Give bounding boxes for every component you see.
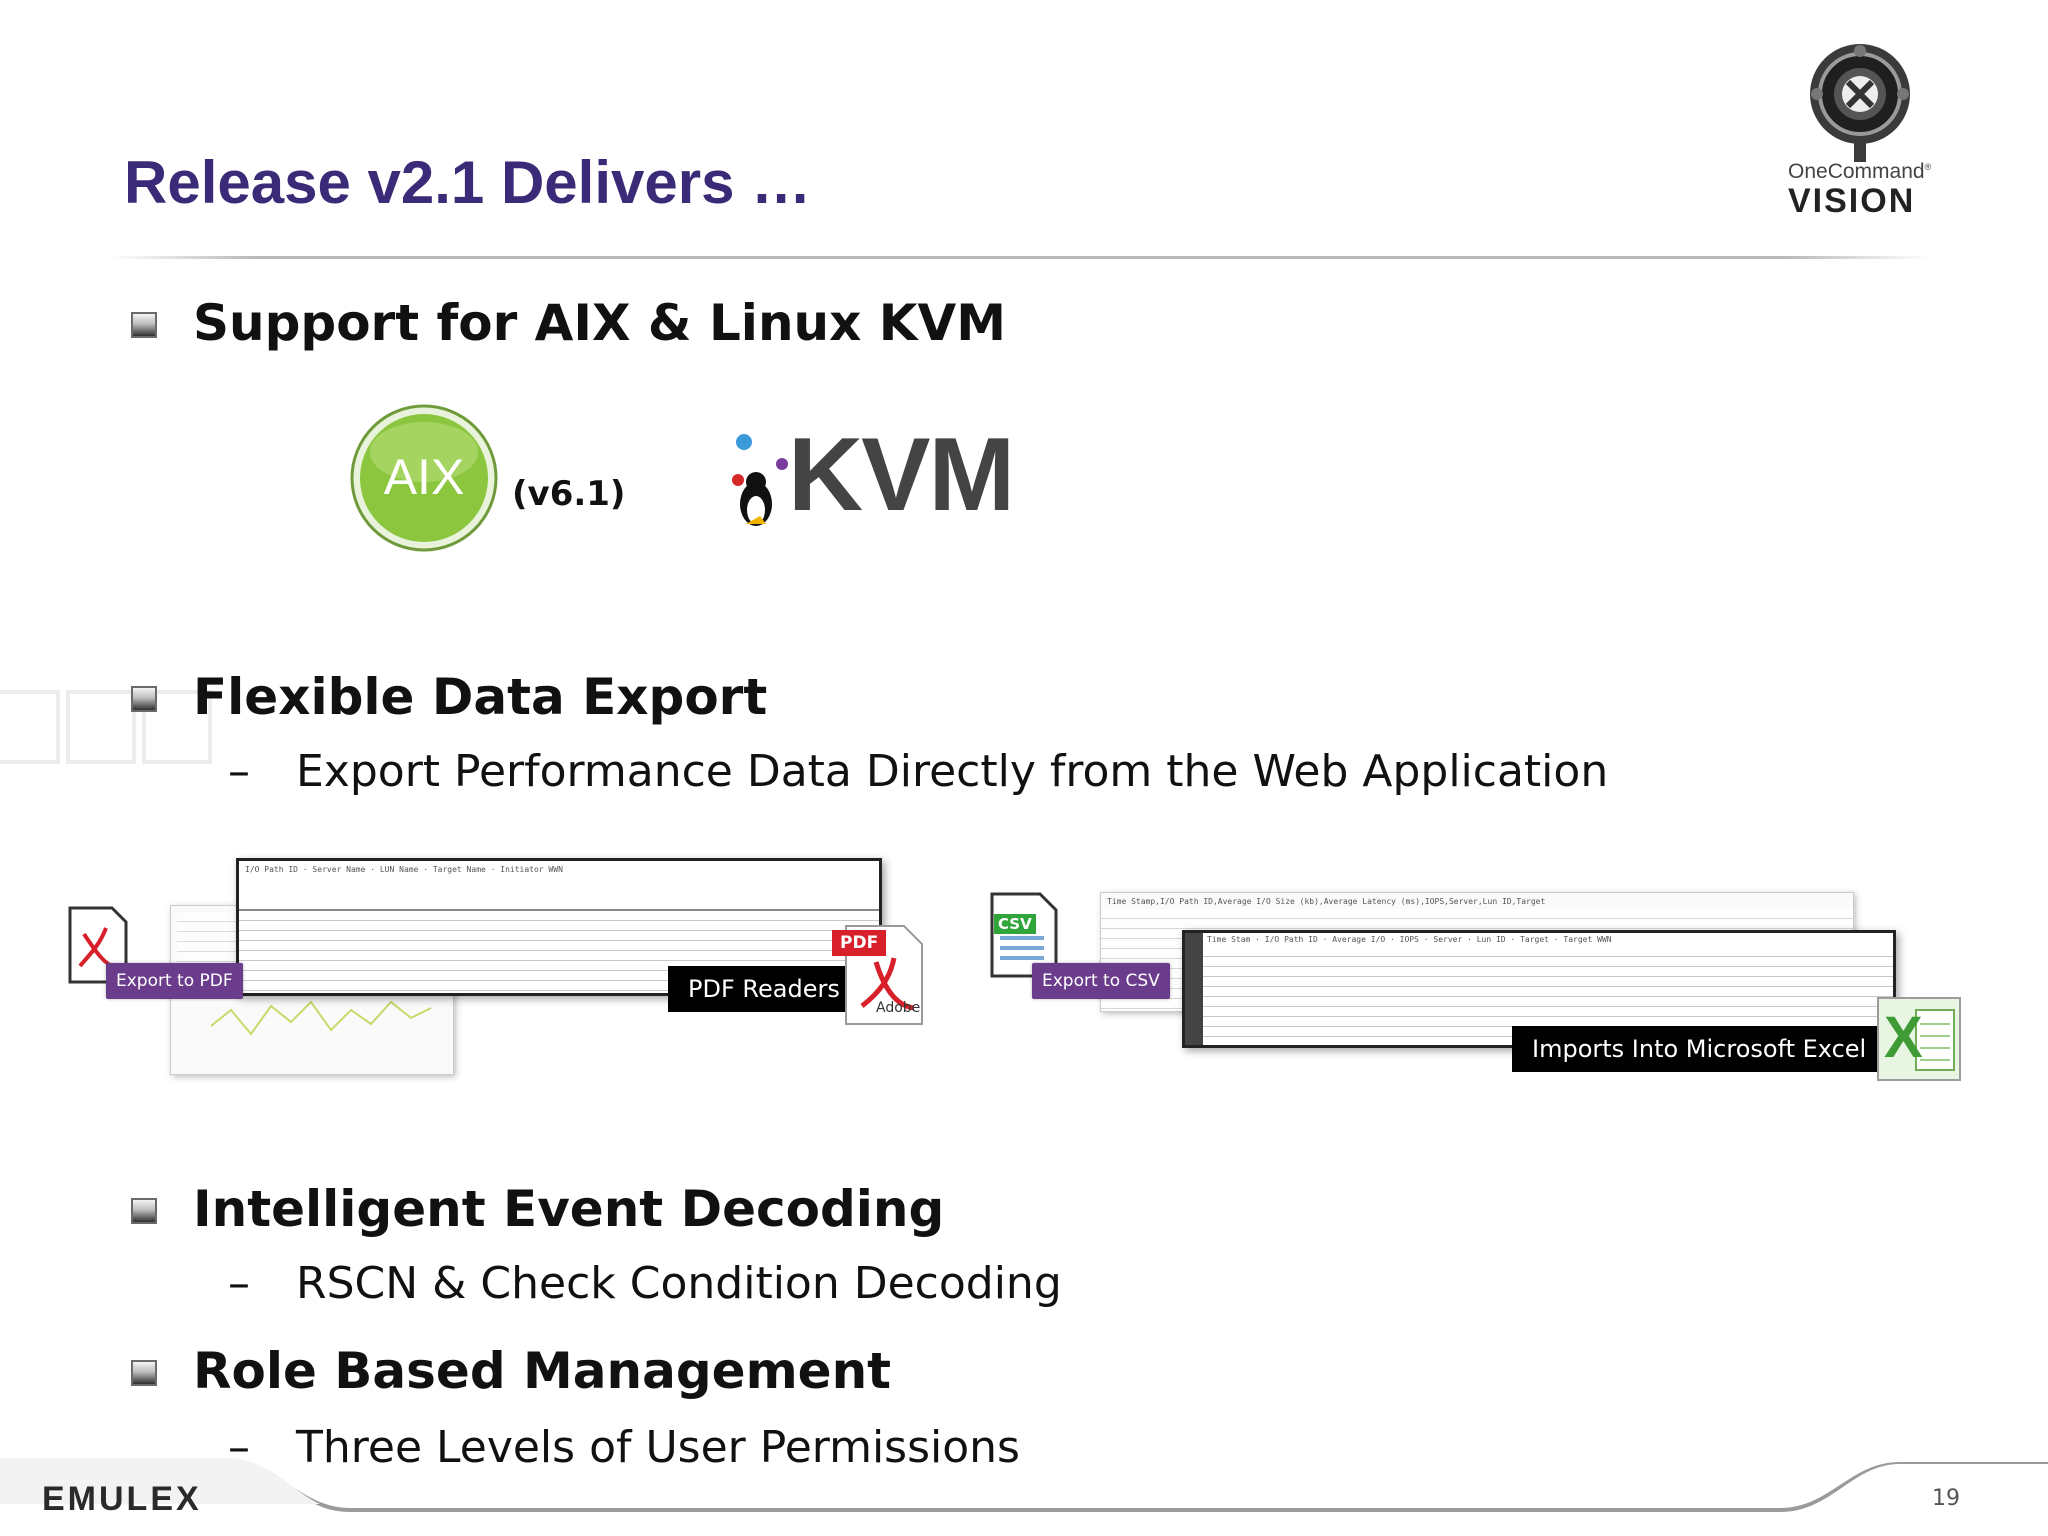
bullet-square [131,1360,157,1386]
onecommand-vision-logo: OneCommand® VISION [1780,38,1940,223]
kvm-label: KVM [788,417,1015,533]
logo-brand-bottom: VISION [1788,182,1916,220]
export-to-pdf-button[interactable]: Export to PDF [106,963,243,999]
section-heading: Role Based Management [193,1342,892,1400]
aix-badge-text: AIX [383,449,465,505]
sub-bullet-dash: – [228,746,250,797]
section-heading: Flexible Data Export [193,668,768,726]
adobe-label: Adobe [876,1000,921,1016]
pdf-readers-caption: PDF Readers [668,966,860,1012]
page-number: 19 [1932,1486,1960,1511]
slide-title: Release v2.1 Delivers … [124,149,812,216]
sub-bullet-dash: – [228,1258,250,1309]
bullet-square [131,1198,157,1224]
section-subtext: RSCN & Check Condition Decoding [296,1258,1062,1309]
adobe-pdf-icon: PDF Adobe [832,922,924,1026]
section-heading: Intelligent Event Decoding [193,1180,945,1238]
vision-eye-icon [1810,44,1910,162]
aix-logo: AIX [350,404,498,552]
export-to-csv-button[interactable]: Export to CSV [1032,963,1170,999]
excel-x-letter: X [1884,1005,1923,1070]
aix-version: (v6.1) [512,474,626,514]
bullet-square [131,686,157,712]
csv-file-icon: CSV [988,892,1060,978]
title-divider [110,256,1930,259]
tux-penguin-icon [732,434,788,526]
excel-imports-caption: Imports Into Microsoft Excel [1512,1026,1887,1072]
section-heading: Support for AIX & Linux KVM [193,294,1006,352]
kvm-logo: KVM [720,417,1020,533]
section-subtext: Three Levels of User Permissions [296,1422,1020,1473]
logo-brand-mark: ® [1924,162,1932,172]
microsoft-excel-icon: X [1876,996,1962,1082]
emulex-logo: EMULEX [42,1480,202,1518]
csv-badge: CSV [994,914,1036,934]
decorative-outline-boxes [0,690,212,764]
pdf-badge: PDF [832,930,887,956]
bullet-square [131,312,157,338]
section-subtext: Export Performance Data Directly from th… [296,746,1609,797]
logo-brand-top: OneCommand [1788,160,1925,183]
footer-swoosh [0,1458,2048,1512]
